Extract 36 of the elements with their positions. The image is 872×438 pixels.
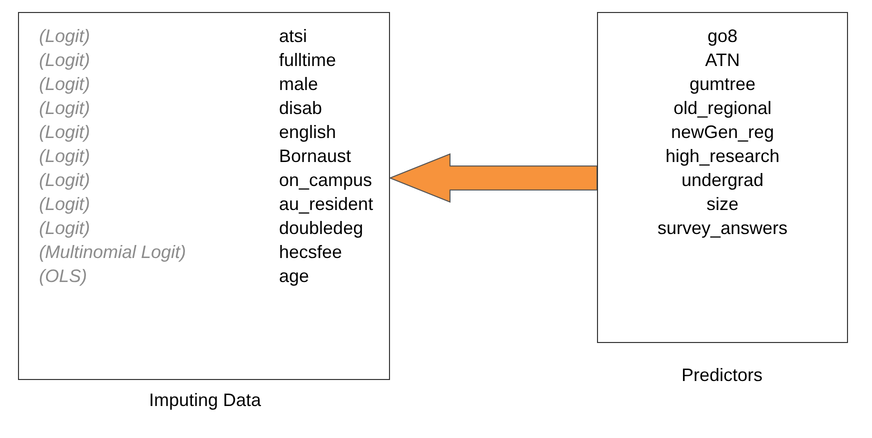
predictor-name: go8 bbox=[707, 25, 738, 47]
variable-name: hecsfee bbox=[279, 241, 342, 263]
box-caption: Predictors bbox=[681, 365, 763, 386]
model-type-label: (Logit) bbox=[39, 25, 90, 47]
model-type-label: (Multinomial Logit) bbox=[39, 241, 186, 263]
variable-name: au_resident bbox=[279, 193, 374, 215]
model-type-label: (Logit) bbox=[39, 49, 90, 71]
block-arrow bbox=[388, 153, 598, 203]
model-type-label: (Logit) bbox=[39, 73, 90, 95]
model-type-label: (Logit) bbox=[39, 145, 90, 167]
predictor-name: high_research bbox=[665, 145, 780, 167]
predictor-name: gumtree bbox=[689, 73, 756, 95]
model-type-label: (Logit) bbox=[39, 169, 90, 191]
model-type-label: (Logit) bbox=[39, 121, 90, 143]
variable-name: atsi bbox=[279, 25, 308, 47]
predictor-name: newGen_reg bbox=[670, 121, 774, 143]
predictor-name: survey_answers bbox=[657, 217, 788, 239]
predictor-name: size bbox=[706, 193, 738, 215]
variable-name: on_campus bbox=[279, 169, 372, 191]
box-caption: Imputing Data bbox=[148, 390, 262, 411]
model-type-label: (Logit) bbox=[39, 97, 90, 119]
model-type-label: (OLS) bbox=[39, 265, 88, 287]
predictor-box bbox=[597, 12, 848, 343]
variable-name: english bbox=[279, 121, 336, 143]
imputation-box bbox=[18, 12, 390, 380]
variable-name: doubledeg bbox=[279, 217, 364, 239]
variable-name: disab bbox=[279, 97, 322, 119]
predictor-name: ATN bbox=[705, 49, 740, 71]
predictor-name: undergrad bbox=[681, 169, 764, 191]
model-type-label: (Logit) bbox=[39, 193, 90, 215]
variable-name: fulltime bbox=[279, 49, 336, 71]
variable-name: male bbox=[279, 73, 318, 95]
variable-name: Bornaust bbox=[279, 145, 352, 167]
variable-name: age bbox=[279, 265, 310, 287]
predictor-name: old_regional bbox=[673, 97, 772, 119]
model-type-label: (Logit) bbox=[39, 217, 90, 239]
